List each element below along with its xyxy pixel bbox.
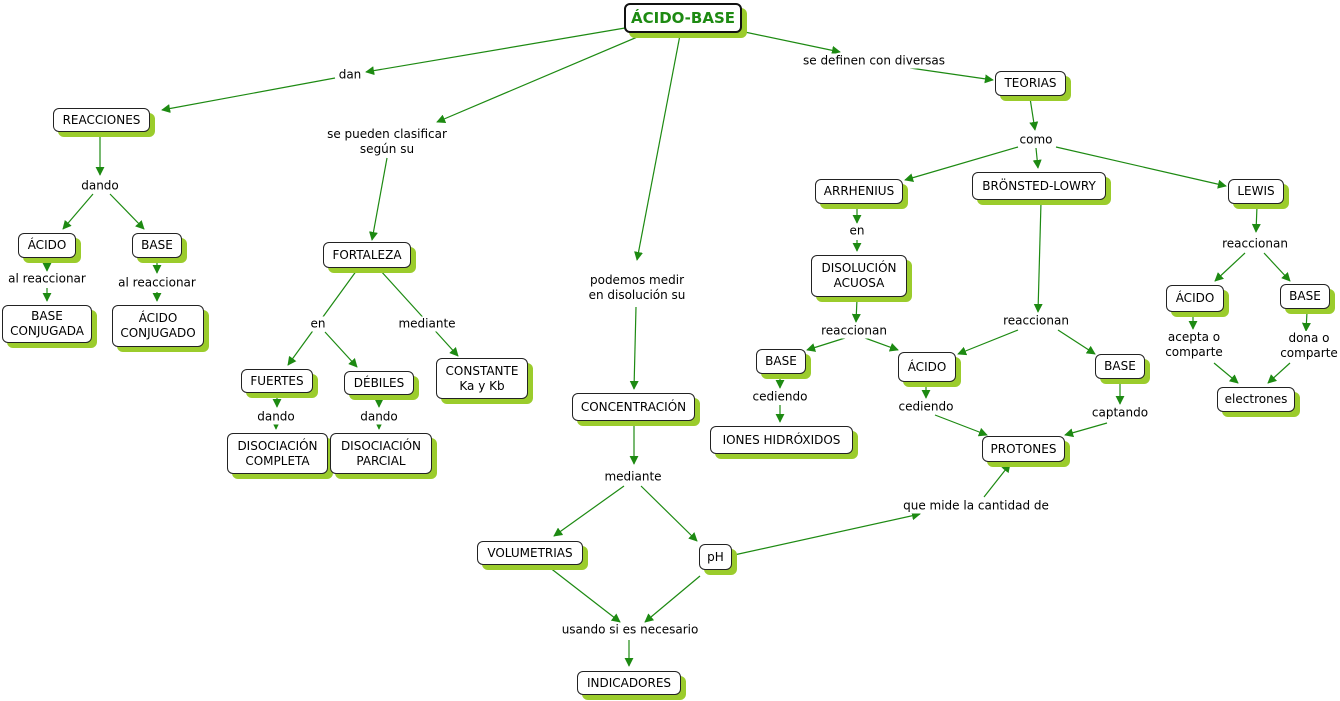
- connector-49: [1214, 252, 1246, 282]
- node-base-conjugada[interactable]: BASE CONJUGADA: [2, 305, 92, 343]
- connector-10: [109, 193, 145, 230]
- node-arrhenius[interactable]: ARRHENIUS: [815, 179, 903, 204]
- connector-3: [909, 67, 994, 84]
- link-que-mide: que mide la cantidad de: [902, 498, 1050, 514]
- node-fuertes[interactable]: FUERTES: [241, 369, 313, 393]
- node-debiles[interactable]: DÉBILES: [344, 371, 414, 395]
- link-cediendo-arrhenius: cediendo: [751, 389, 809, 405]
- connector-50: [1263, 252, 1291, 282]
- connector-38: [864, 337, 899, 352]
- connector-6: [634, 34, 681, 261]
- connector-17: [379, 269, 459, 357]
- connector-32: [1032, 147, 1042, 169]
- node-volumetrias[interactable]: VOLUMETRIAS: [477, 541, 583, 565]
- node-acido-lewis[interactable]: ÁCIDO: [1166, 285, 1224, 312]
- node-reacciones[interactable]: REACCIONES: [53, 108, 150, 132]
- link-al-reaccionar-base: al reaccionar: [117, 275, 197, 291]
- connector-1: [161, 77, 336, 113]
- node-base-lewis[interactable]: BASE: [1280, 284, 1330, 309]
- connector-5: [369, 157, 388, 241]
- link-cediendo-bronsted: cediendo: [897, 399, 955, 415]
- connector-4: [436, 34, 643, 123]
- connector-33: [1055, 146, 1227, 189]
- link-acepta-o-comparte: acepta o comparte: [1164, 330, 1224, 360]
- node-protones[interactable]: PROTONES: [982, 436, 1065, 462]
- node-disolucion-acuosa[interactable]: DISOLUCIÓN ACUOSA: [811, 255, 907, 297]
- node-base-bronsted[interactable]: BASE: [1095, 354, 1145, 379]
- connector-48: [1251, 205, 1261, 233]
- connector-0: [365, 27, 626, 76]
- connector-31: [904, 146, 1019, 183]
- connector-24: [640, 485, 698, 542]
- node-acido-bronsted[interactable]: ÁCIDO: [898, 352, 956, 382]
- node-iones-hidroxidos[interactable]: IONES HIDRÓXIDOS: [710, 426, 853, 454]
- connector-36: [851, 298, 861, 323]
- connector-47: [1064, 422, 1108, 438]
- connector-43: [1057, 329, 1096, 355]
- node-fortaleza[interactable]: FORTALEZA: [323, 242, 411, 268]
- link-en-arrhenius: en: [848, 223, 866, 239]
- node-disociacion-completa[interactable]: DISOCIACIÓN COMPLETA: [227, 433, 328, 474]
- connector-28: [733, 511, 921, 556]
- link-se-pueden-clasificar: se pueden clasificar según su: [326, 127, 448, 157]
- link-dan: dan: [337, 67, 363, 83]
- link-dando-fuertes: dando: [256, 409, 296, 425]
- link-usando-si-es-necesario: usando si es necesario: [560, 622, 700, 638]
- link-al-reaccionar-acido: al reaccionar: [7, 271, 87, 287]
- node-base-reaccion[interactable]: BASE: [132, 233, 182, 258]
- connector-54: [1267, 362, 1291, 384]
- link-mediante-concentracion: mediante: [603, 469, 663, 485]
- node-base-arrhenius[interactable]: BASE: [756, 349, 806, 374]
- connector-41: [1033, 201, 1043, 313]
- connector-30: [1029, 97, 1039, 131]
- connector-42: [957, 329, 1019, 356]
- link-reaccionan-bronsted: reaccionan: [1002, 313, 1070, 329]
- connector-7: [629, 306, 639, 390]
- link-como: como: [1018, 132, 1054, 148]
- link-dando-reacciones: dando: [80, 178, 120, 194]
- node-acido-conjugado[interactable]: ÁCIDO CONJUGADO: [112, 305, 204, 347]
- connector-29: [983, 463, 1011, 498]
- node-electrones[interactable]: electrones: [1217, 387, 1295, 412]
- connector-37: [806, 337, 846, 352]
- node-indicadores[interactable]: INDICADORES: [577, 671, 681, 695]
- connector-53: [1301, 311, 1311, 332]
- link-podemos-medir: podemos medir en disolución su: [587, 273, 687, 303]
- node-lewis[interactable]: LEWIS: [1228, 179, 1284, 204]
- connector-25: [548, 566, 621, 623]
- connector-16: [324, 331, 358, 368]
- connector-9: [62, 193, 94, 230]
- link-captando: captando: [1090, 405, 1150, 421]
- node-acido-base[interactable]: ÁCIDO-BASE: [624, 3, 742, 33]
- connector-2: [739, 30, 841, 55]
- link-dando-debiles: dando: [359, 409, 399, 425]
- connector-26: [644, 575, 701, 623]
- node-ph[interactable]: pH: [699, 544, 732, 570]
- node-disociacion-parcial[interactable]: DISOCIACIÓN PARCIAL: [330, 433, 432, 474]
- connector-45: [934, 414, 988, 437]
- connector-23: [553, 485, 625, 537]
- link-reaccionan-arrhenius: reaccionan: [820, 323, 888, 339]
- node-constante[interactable]: CONSTANTE Ka y Kb: [436, 358, 528, 399]
- node-concentracion[interactable]: CONCENTRACIÓN: [572, 393, 695, 421]
- node-bronsted-lowry[interactable]: BRÖNSTED-LOWRY: [972, 172, 1106, 200]
- link-reaccionan-lewis: reaccionan: [1221, 236, 1289, 252]
- link-dona-o-comparte: dona o comparte: [1279, 331, 1339, 361]
- link-se-definen: se definen con diversas: [801, 53, 947, 69]
- node-teorias[interactable]: TEORIAS: [995, 71, 1066, 96]
- connector-52: [1213, 362, 1239, 384]
- node-acido-reaccion[interactable]: ÁCIDO: [18, 233, 76, 258]
- link-mediante-fortaleza: mediante: [397, 316, 457, 332]
- link-en-fortaleza: en: [309, 316, 327, 332]
